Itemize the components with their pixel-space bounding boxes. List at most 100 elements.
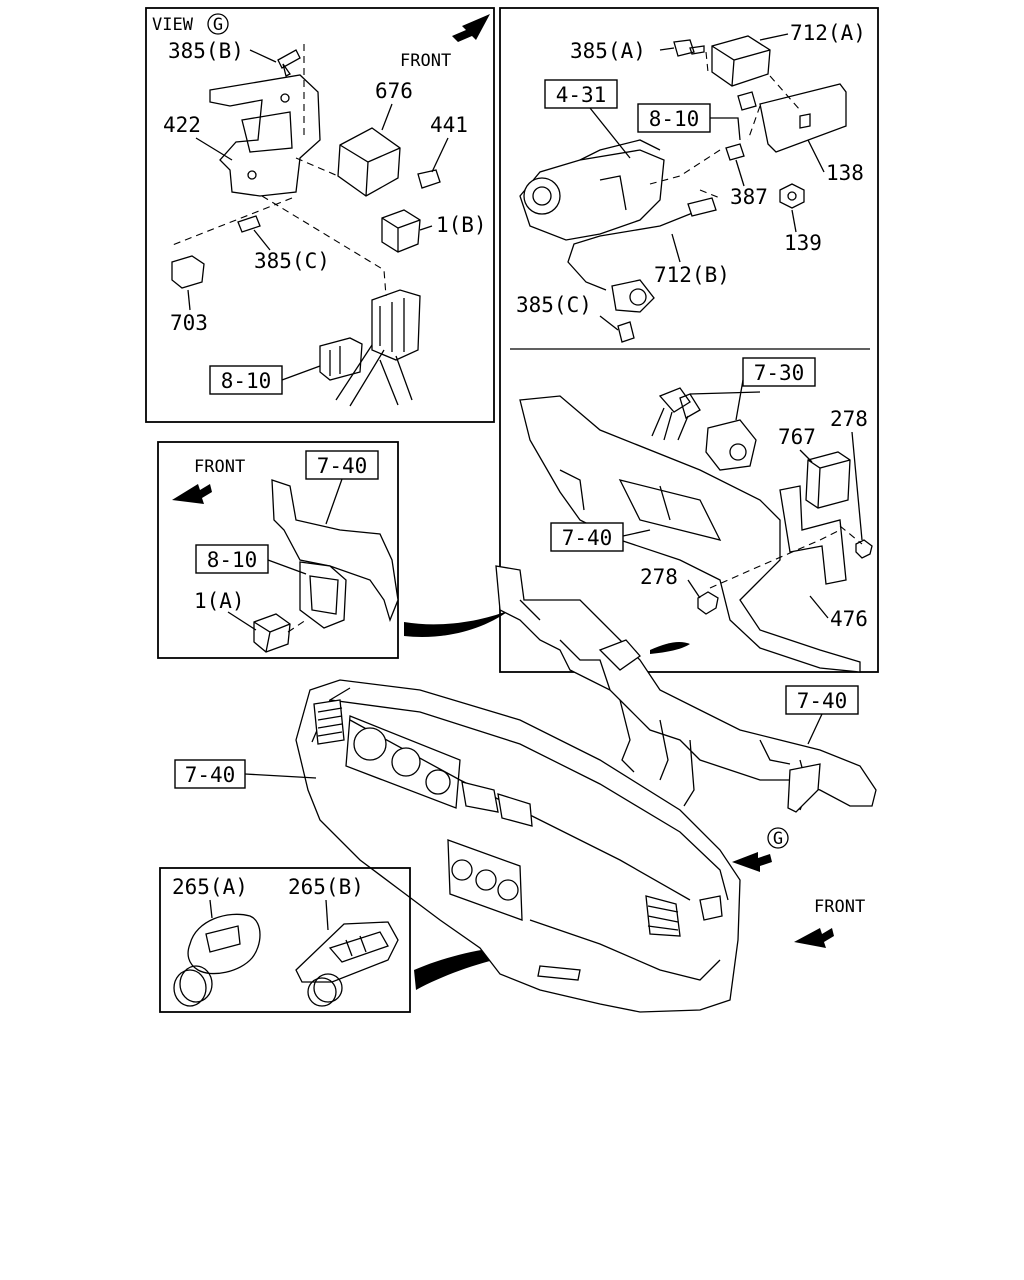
- callout-8-10-right: 8-10: [649, 107, 700, 131]
- callout-265a: 265(A): [172, 875, 248, 899]
- slot-detail: [537, 965, 581, 981]
- beam-detail: [519, 599, 809, 811]
- keys-icon: [651, 387, 701, 441]
- leader-line: [671, 233, 681, 263]
- callout-139: 139: [784, 231, 822, 255]
- leader-line: [431, 137, 449, 173]
- callout-422: 422: [163, 113, 201, 137]
- callout-box: [305, 450, 379, 480]
- callout-385b: 385(B): [168, 39, 244, 63]
- callout-7-30: 7-30: [754, 361, 805, 385]
- leader-line: [807, 713, 823, 745]
- callout-7-40-right: 7-40: [562, 526, 613, 550]
- relay-bracket-inset: [299, 561, 347, 629]
- vent-left: [313, 699, 345, 745]
- instrument-cluster-frame: [345, 715, 461, 809]
- key-ring-icon: [307, 977, 337, 1007]
- screw-441-icon: [417, 169, 441, 189]
- module-767-icon: [805, 451, 851, 509]
- callout-278-top: 278: [830, 407, 868, 431]
- beam-detail: [559, 469, 722, 541]
- leader-line: [187, 289, 191, 311]
- leader-line: [253, 229, 271, 251]
- side-vent: [699, 895, 723, 921]
- bracket-476-icon: [779, 485, 847, 585]
- bracket-hole: [280, 93, 290, 103]
- dashboard-contour: [311, 687, 729, 901]
- leader-line: [689, 379, 761, 421]
- remote-key-265b-buttons: [328, 931, 389, 963]
- leader-line: [791, 209, 797, 233]
- vent-slats: [317, 707, 343, 737]
- key-ring-icon: [313, 973, 343, 1003]
- front-arrow-icon: [172, 484, 212, 504]
- antenna-712b-cable: [567, 209, 701, 291]
- leader-line: [589, 107, 631, 159]
- leader-line: [209, 899, 213, 919]
- nut-278-mid-icon: [697, 591, 719, 615]
- leader-line: [281, 365, 321, 381]
- callout-385c-left: 385(C): [254, 249, 330, 273]
- pointer-arrow: [650, 642, 690, 654]
- callout-8-10-inset: 8-10: [207, 548, 258, 572]
- bracket-hole: [247, 170, 257, 180]
- screw-385b-icon: [277, 49, 301, 77]
- callout-385c-right: 385(C): [516, 293, 592, 317]
- glovebox-line: [529, 919, 721, 981]
- callout-8-10-left: 8-10: [221, 369, 272, 393]
- pointer-arrow: [404, 610, 510, 637]
- gauge-speedometer: [391, 747, 421, 777]
- module-712a-icon: [711, 35, 771, 87]
- plug-8-10-icon: [737, 91, 757, 111]
- cylinder-face: [729, 443, 747, 461]
- view-marker: G: [773, 829, 783, 849]
- leader-line: [249, 49, 277, 63]
- callout-7-40-dashboard: 7-40: [185, 763, 236, 787]
- antenna-coil-712b-icon: [611, 279, 655, 313]
- hvac-knob: [475, 869, 497, 891]
- callout-387: 387: [730, 185, 768, 209]
- callout-box: [742, 357, 816, 387]
- nut-139-icon: [779, 183, 805, 209]
- callout-4-31: 4-31: [556, 83, 607, 107]
- bracket-cutout: [241, 111, 293, 153]
- gauge-fuel: [425, 769, 451, 795]
- beam-section-inset: [271, 479, 399, 622]
- guide-line: [709, 525, 863, 589]
- callout-box: [195, 544, 269, 574]
- dashboard: FRONT 7-40: [174, 679, 865, 1013]
- screw-385c-icon: [237, 215, 261, 233]
- callout-441: 441: [430, 113, 468, 137]
- gauge-tachometer: [353, 727, 387, 761]
- callout-7-40-inset: 7-40: [317, 454, 368, 478]
- front-label-dashboard: FRONT: [814, 897, 865, 917]
- callout-712a: 712(A): [790, 21, 866, 45]
- view-letter-circle: [207, 13, 229, 35]
- view-marker-circle: [767, 827, 789, 849]
- callout-box: [550, 522, 624, 552]
- key-ring-icon: [179, 965, 213, 1003]
- callout-box: [209, 365, 283, 395]
- grommet-387-icon: [725, 143, 745, 161]
- hvac-knob: [451, 859, 473, 881]
- nut-hole: [787, 191, 797, 201]
- bracket-422-shape: [209, 74, 321, 197]
- leader-line: [381, 103, 393, 131]
- view-title: VIEW: [152, 15, 194, 35]
- panel-remote-keys: 265(A) 265(B): [159, 867, 411, 1013]
- leader-line: [710, 117, 741, 141]
- center-stack: [447, 839, 523, 921]
- leader-line: [809, 595, 829, 619]
- harness-connector-8-10: [319, 337, 363, 381]
- leader-line: [735, 159, 745, 187]
- panel-relay-inset: FRONT 7-40 8-10 1(A): [157, 441, 399, 659]
- steering-lock-assembly: [519, 149, 665, 241]
- beam-bracket: [598, 639, 641, 671]
- leader-line: [599, 315, 619, 331]
- lock-cylinder-core: [532, 186, 552, 206]
- leader-line: [325, 899, 329, 931]
- leader-line: [659, 47, 675, 51]
- leader-line: [687, 579, 701, 599]
- panel-view-g: VIEW G FRONT 385(B) 676 422: [145, 7, 495, 423]
